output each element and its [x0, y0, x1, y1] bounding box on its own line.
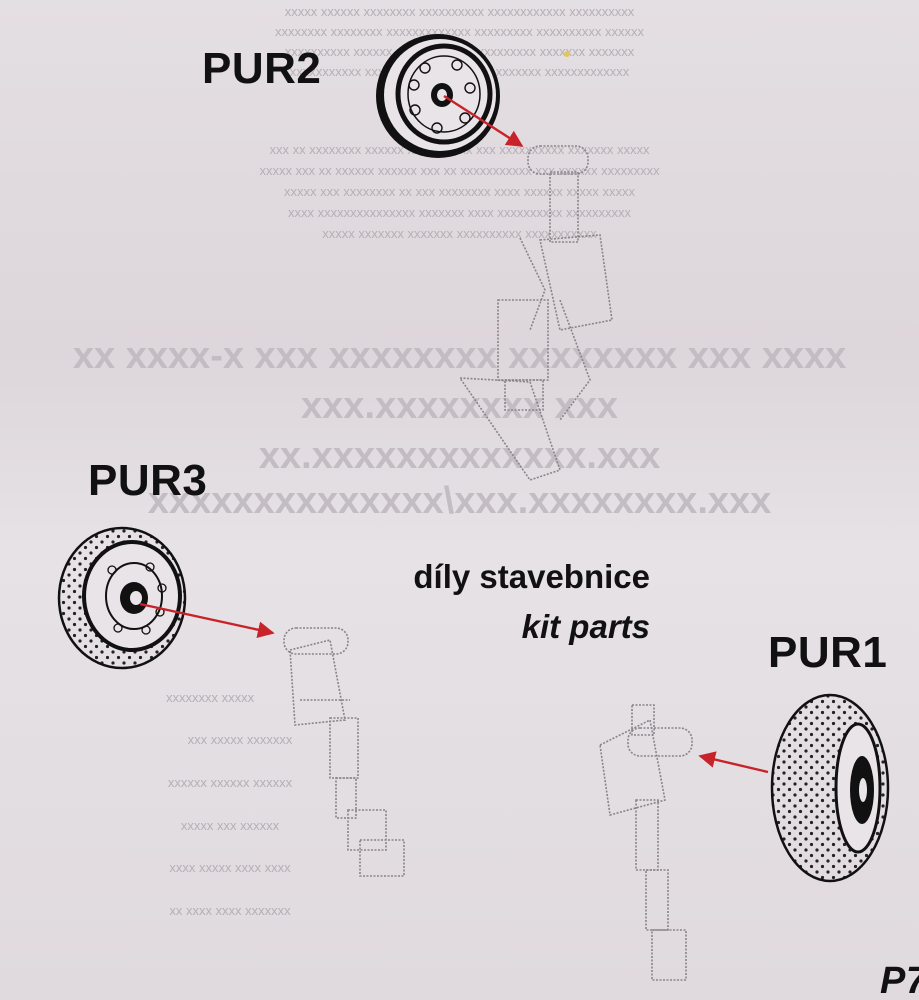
part-label-pur3: PUR3 — [88, 456, 208, 505]
landing-gear-leg-icon — [599, 704, 693, 981]
corner-fragment-text: P7 — [880, 960, 919, 1000]
landing-gear-leg-icon — [283, 627, 405, 877]
kit-parts-caption-en: kit parts — [521, 608, 650, 645]
part-label-pur2: PUR2 — [202, 44, 322, 93]
landing-gear-leg-icon — [458, 145, 613, 481]
kit-parts-caption-cz: díly stavebnice — [413, 558, 650, 595]
speck — [564, 51, 570, 57]
wheel-pur2-icon — [376, 34, 500, 158]
assembly-arrow-icon — [139, 602, 275, 638]
assembly-arrow-icon — [443, 94, 524, 148]
assembly-arrow-group — [139, 94, 769, 774]
assembly-arrow-icon — [698, 751, 769, 774]
part-label-pur1: PUR1 — [768, 628, 888, 677]
wheel-pur1-icon — [770, 693, 890, 883]
wheel-pur3-icon — [57, 526, 187, 670]
